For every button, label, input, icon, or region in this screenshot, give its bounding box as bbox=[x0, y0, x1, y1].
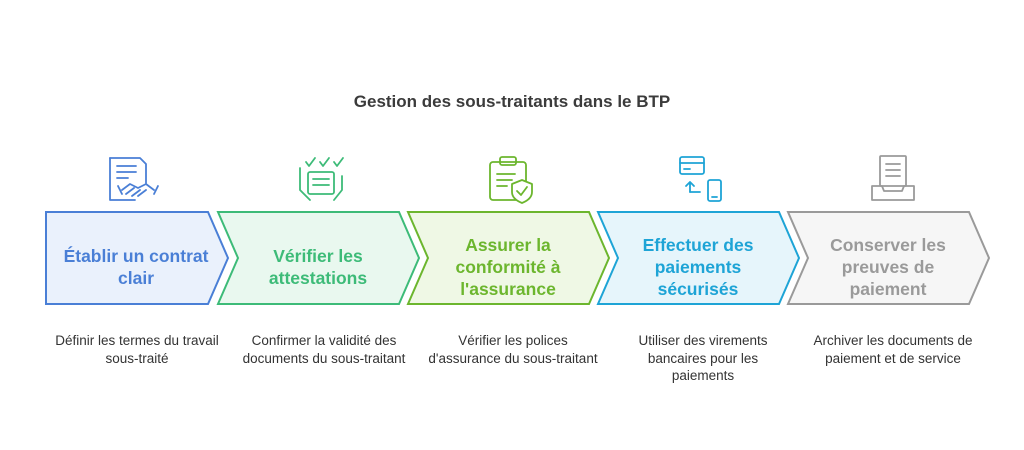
step-5-label: Conserver les preuves de paiement bbox=[830, 235, 946, 299]
card-phone-icon bbox=[679, 156, 722, 202]
archive-tray-icon bbox=[871, 155, 915, 201]
step-5-description: Archiver les documents de paiement et de… bbox=[813, 333, 973, 366]
step-4-description: Utiliser des virements bancaires pour le… bbox=[638, 333, 768, 383]
clipboard-shield-icon bbox=[489, 156, 533, 204]
step-5-chevron bbox=[786, 211, 991, 305]
step-3-description: Vérifier les polices d'assurance du sous… bbox=[428, 333, 598, 366]
step-1-chevron bbox=[45, 211, 230, 305]
diagram-title: Gestion des sous-traitants dans le BTP bbox=[353, 92, 671, 111]
step-1-description: Définir les termes du travail sous-trait… bbox=[55, 333, 219, 366]
step-3-chevron bbox=[406, 211, 611, 305]
step-1-label: Établir un contrat clair bbox=[63, 246, 209, 288]
step-4-label: Effectuer des paiements sécurisés bbox=[642, 235, 754, 299]
checklist-hand-icon bbox=[299, 157, 344, 201]
step-3-label: Assurer la conformité à l'assurance bbox=[455, 235, 561, 299]
step-4-chevron bbox=[596, 211, 801, 305]
step-2-chevron bbox=[216, 211, 421, 305]
step-2-description: Confirmer la validité des documents du s… bbox=[242, 333, 406, 366]
step-2-label: Vérifier les attestations bbox=[268, 246, 368, 288]
contract-handshake-icon bbox=[109, 157, 159, 201]
